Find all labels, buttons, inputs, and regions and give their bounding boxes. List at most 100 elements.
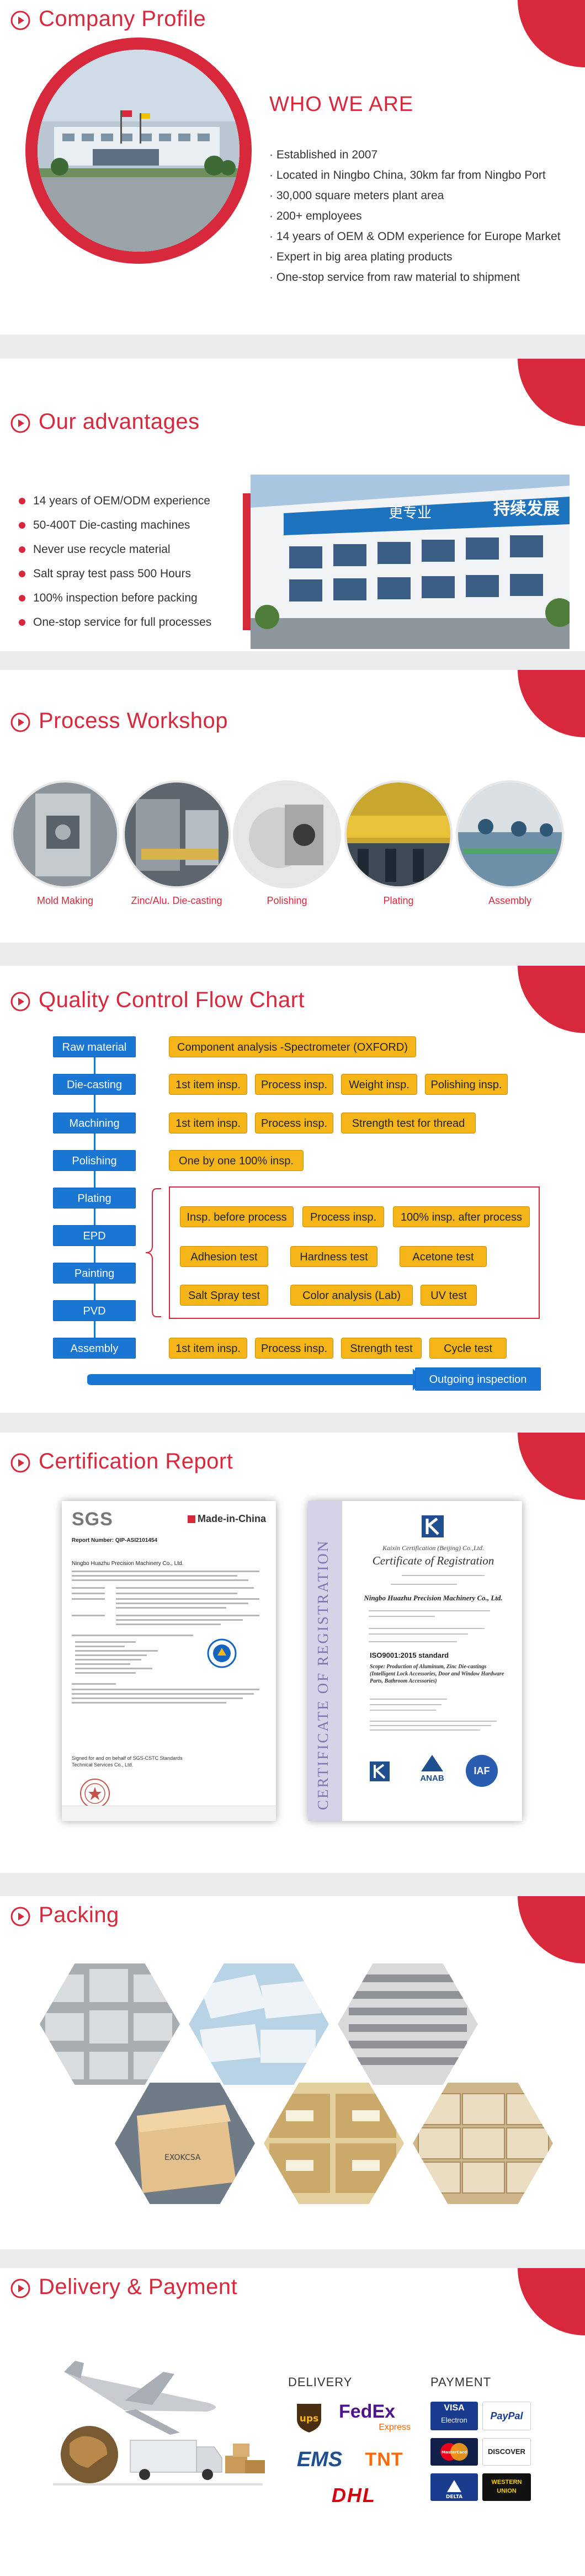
bullet-dot <box>19 498 25 504</box>
flow-step-assembly: Assembly <box>53 1338 136 1359</box>
advantage-text: 100% inspection before packing <box>33 592 198 604</box>
cert-text-lines <box>391 1575 485 1585</box>
side-band-text: CERTIFICATE OF REGISTRATION <box>315 1539 331 1810</box>
corner-decoration <box>518 1896 585 1963</box>
flow-step-machining: Machining <box>53 1113 136 1133</box>
corner-decoration <box>518 1433 585 1500</box>
payment-label: PAYMENT <box>430 2375 492 2389</box>
made-in-china-logo: Made-in-China <box>188 1513 266 1525</box>
cert-heading: Certificate of Registration <box>372 1554 494 1567</box>
check-process: Process insp. <box>255 1338 333 1359</box>
check-100-percent: One by one 100% insp. <box>169 1150 304 1171</box>
check-component-analysis: Component analysis -Spectrometer (OXFORD… <box>169 1036 416 1057</box>
advantage-item: 14 years of OEM/ODM experience <box>18 489 211 513</box>
section-divider <box>0 1873 585 1896</box>
advantage-text: 14 years of OEM/ODM experience <box>33 494 210 507</box>
iaf-text: IAF <box>474 1765 490 1776</box>
discover-logo: DISCOVER <box>482 2438 531 2466</box>
paypal-text: PayPal <box>490 2410 523 2421</box>
cert-detail-lines <box>370 1699 497 1731</box>
check-strength: Strength test <box>341 1338 422 1359</box>
ems-text: EMS <box>296 2448 343 2471</box>
discover-text: DISCOVER <box>488 2447 525 2456</box>
anab-mark-icon <box>421 1755 443 1771</box>
flow-step-pvd: PVD <box>53 1300 136 1321</box>
workshop-photo <box>344 780 453 888</box>
iso-certificate: CERTIFICATE OF REGISTRATION Kaixin Certi… <box>308 1501 522 1821</box>
section-title: Process Workshop <box>39 709 228 733</box>
play-circle-icon <box>10 1907 30 1926</box>
check-thread-strength: Strength test for thread <box>341 1113 476 1133</box>
section-header: Process Workshop <box>0 702 585 752</box>
paypal-logo: PayPal <box>482 2402 531 2430</box>
ups-logo: ups <box>292 2401 326 2434</box>
workshop-item-mold-making: Mold Making <box>11 780 119 907</box>
flow-step-plating: Plating <box>53 1188 136 1209</box>
ups-text: ups <box>300 2413 318 2424</box>
section-title: Certification Report <box>39 1449 233 1473</box>
report-footer <box>62 1806 276 1821</box>
profile-item: · 14 years of OEM & ODM experience for E… <box>269 230 561 243</box>
section-header: Quality Control Flow Chart <box>0 981 585 1031</box>
section-divider <box>0 943 585 966</box>
delta-text: DELTA <box>446 2494 462 2500</box>
sgs-test-report: SGS Made-in-China Report Number: QIP-ASI… <box>62 1501 276 1821</box>
profile-item: · Established in 2007 <box>269 148 378 161</box>
advantages-section: Our advantages 14 years of OEM/ODM exper… <box>0 359 585 651</box>
section-divider <box>0 1413 585 1433</box>
workshop-label: Plating <box>383 895 414 906</box>
carton-label: EXOKCSA <box>164 2153 201 2162</box>
western-union-logo: WESTERN UNION <box>482 2473 531 2501</box>
report-text-lines <box>72 1571 259 1704</box>
mastercard-text: MasterCard <box>442 2450 467 2455</box>
packing-section: Packing EXOKCSA <box>0 1896 585 2249</box>
section-divider <box>0 2249 585 2268</box>
cert-organization: Kaixin Certification (Beijing) Co.,Ltd. <box>382 1544 484 1552</box>
check-salt-spray: Salt Spray test <box>180 1285 268 1306</box>
section-divider <box>0 651 585 670</box>
section-divider <box>0 334 585 359</box>
check-process: Process insp. <box>302 1206 384 1227</box>
visa-text: VISA <box>444 2403 465 2413</box>
check-process: Process insp. <box>255 1113 333 1133</box>
check-adhesion: Adhesion test <box>180 1246 268 1267</box>
outgoing-arrow <box>87 1369 423 1391</box>
advantage-text: Never use recycle material <box>33 543 171 556</box>
packing-photo <box>413 2083 553 2204</box>
advantage-text: One-stop service for full processes <box>33 616 212 629</box>
check-after-process: 100% insp. after process <box>393 1206 530 1227</box>
anab-logo: ANAB <box>413 1755 451 1788</box>
kaixin-logo-icon <box>422 1515 444 1537</box>
certificate-side-band: CERTIFICATE OF REGISTRATION <box>308 1501 342 1821</box>
delivery-payment-section: Delivery & Payment <box>0 2268 585 2576</box>
check-before-process: Insp. before process <box>180 1206 294 1227</box>
check-polishing: Polishing insp. <box>425 1074 508 1095</box>
check-hardness: Hardness test <box>290 1246 377 1267</box>
mic-logo-text: Made-in-China <box>198 1513 266 1524</box>
quality-control-section: Quality Control Flow Chart Raw material … <box>0 966 585 1413</box>
check-process: Process insp. <box>255 1074 333 1095</box>
delivery-label: DELIVERY <box>288 2375 353 2389</box>
profile-item: · Expert in big area plating products <box>269 251 453 263</box>
accent-bar <box>243 493 251 630</box>
section-title: Company Profile <box>39 7 206 31</box>
report-number: Report Number: QIP-ASI2101454 <box>72 1537 158 1544</box>
corner-decoration <box>518 2268 585 2335</box>
play-circle-icon <box>10 992 30 1012</box>
section-title: Delivery & Payment <box>39 2275 238 2299</box>
check-first-item: 1st item insp. <box>169 1113 247 1133</box>
play-circle-icon <box>10 2279 30 2298</box>
section-title: Packing <box>39 1903 119 1927</box>
visa-electron-logo: VISA Electron <box>430 2402 478 2430</box>
profile-item: · 200+ employees <box>269 210 362 222</box>
delta-logo: DELTA <box>430 2473 478 2501</box>
workshop-item-polishing: Polishing <box>233 780 341 907</box>
profile-item: · One-stop service from raw material to … <box>269 271 520 284</box>
workshop-photo <box>456 780 564 888</box>
check-first-item: 1st item insp. <box>169 1338 247 1359</box>
play-circle-icon <box>10 10 30 30</box>
packing-photo <box>189 1963 329 2085</box>
advantages-list: 14 years of OEM/ODM experience 50-400T D… <box>18 489 211 635</box>
workshop-photo <box>123 780 231 888</box>
